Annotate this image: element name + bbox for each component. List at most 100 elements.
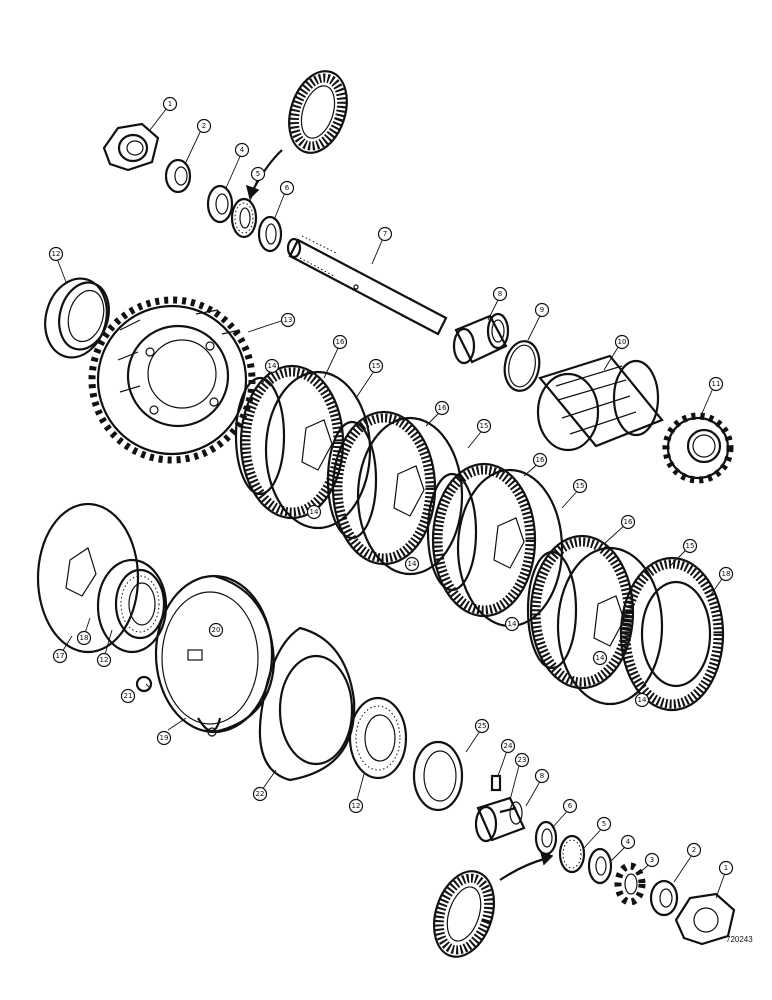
callout-14-e: 14 bbox=[592, 650, 608, 666]
svg-text:18: 18 bbox=[80, 634, 89, 642]
callout-25: 25 bbox=[474, 718, 490, 734]
callout-13: 13 bbox=[280, 312, 296, 328]
callout-1-top: 1 bbox=[162, 96, 178, 112]
callout-5-bottom: 5 bbox=[596, 816, 612, 832]
svg-text:3: 3 bbox=[650, 856, 654, 864]
svg-text:14: 14 bbox=[596, 654, 605, 662]
callout-16-d: 16 bbox=[620, 514, 636, 530]
callout-3: 3 bbox=[644, 852, 660, 868]
callout-22: 22 bbox=[252, 786, 268, 802]
callout-19: 19 bbox=[156, 730, 172, 746]
bearing-cup-lower bbox=[96, 558, 168, 654]
hex-nut-bottom bbox=[674, 892, 736, 946]
svg-text:15: 15 bbox=[480, 422, 489, 430]
shakeproof-washer bbox=[614, 862, 646, 906]
svg-text:15: 15 bbox=[372, 362, 381, 370]
svg-text:14: 14 bbox=[408, 560, 417, 568]
svg-text:23: 23 bbox=[518, 756, 527, 764]
svg-text:8: 8 bbox=[540, 772, 544, 780]
callout-14-a: 14 bbox=[264, 358, 280, 374]
needle-bearing-lower bbox=[474, 796, 526, 843]
callout-14-b: 14 bbox=[306, 504, 322, 520]
lock-washer-bottom bbox=[649, 879, 679, 917]
svg-text:2: 2 bbox=[692, 846, 696, 854]
svg-text:15: 15 bbox=[576, 482, 585, 490]
needle-bearing-sleeve bbox=[452, 312, 510, 365]
callout-4-bottom: 4 bbox=[620, 834, 636, 850]
callout-15-a: 15 bbox=[368, 358, 384, 374]
sprocket-small bbox=[662, 412, 734, 484]
locking-ring bbox=[412, 740, 464, 812]
callout-14-c: 14 bbox=[404, 556, 420, 572]
callout-18-b: 18 bbox=[76, 630, 92, 646]
callout-9: 9 bbox=[534, 302, 550, 318]
svg-text:4: 4 bbox=[626, 838, 631, 846]
callout-11: 11 bbox=[708, 376, 724, 392]
svg-text:17: 17 bbox=[56, 652, 65, 660]
callout-16-a: 16 bbox=[332, 334, 348, 350]
flat-washer-bottom bbox=[587, 847, 613, 885]
svg-text:9: 9 bbox=[540, 306, 544, 314]
svg-text:5: 5 bbox=[256, 170, 260, 178]
snap-ring bbox=[503, 340, 541, 392]
callout-20: 20 bbox=[208, 622, 224, 638]
thrust-bearing-top bbox=[230, 197, 258, 239]
clutch-housing bbox=[154, 574, 276, 737]
bearing-lower bbox=[348, 696, 408, 780]
callout-18-a: 18 bbox=[718, 566, 734, 582]
svg-text:12: 12 bbox=[100, 656, 109, 664]
callout-12-b: 12 bbox=[96, 652, 112, 668]
svg-text:14: 14 bbox=[508, 620, 517, 628]
svg-text:15: 15 bbox=[686, 542, 695, 550]
svg-text:4: 4 bbox=[240, 146, 245, 154]
svg-text:2: 2 bbox=[202, 122, 206, 130]
svg-text:6: 6 bbox=[285, 184, 290, 192]
svg-text:24: 24 bbox=[504, 742, 513, 750]
clutch-gear-large bbox=[88, 296, 256, 464]
svg-text:7: 7 bbox=[383, 230, 387, 238]
key-and-screw bbox=[490, 774, 517, 814]
svg-text:16: 16 bbox=[438, 404, 447, 412]
callout-21: 21 bbox=[120, 688, 136, 704]
svg-text:1: 1 bbox=[168, 100, 172, 108]
callout-1-bottom: 1 bbox=[718, 860, 734, 876]
callout-14-f: 14 bbox=[634, 692, 650, 708]
svg-text:11: 11 bbox=[712, 380, 721, 388]
pressure-plate bbox=[36, 502, 140, 654]
callout-6-top: 6 bbox=[279, 180, 295, 196]
bearing-cup-left bbox=[44, 277, 110, 359]
hex-nut-top bbox=[102, 122, 160, 172]
svg-text:1: 1 bbox=[724, 864, 728, 872]
callout-2-top: 2 bbox=[196, 118, 212, 134]
svg-text:25: 25 bbox=[478, 722, 487, 730]
callout-15-c: 15 bbox=[572, 478, 588, 494]
thrust-bearing-inset-bottom bbox=[433, 850, 554, 958]
svg-text:18: 18 bbox=[722, 570, 731, 578]
svg-text:20: 20 bbox=[212, 626, 221, 634]
callout-10: 10 bbox=[614, 334, 630, 350]
plug bbox=[135, 675, 153, 693]
svg-text:22: 22 bbox=[256, 790, 265, 798]
svg-text:13: 13 bbox=[284, 316, 293, 324]
callout-7: 7 bbox=[377, 226, 393, 242]
callout-12-c: 12 bbox=[348, 798, 364, 814]
svg-text:16: 16 bbox=[536, 456, 545, 464]
svg-text:14: 14 bbox=[638, 696, 647, 704]
callout-12-top: 12 bbox=[48, 246, 64, 262]
svg-text:21: 21 bbox=[124, 692, 133, 700]
flat-washer-top bbox=[206, 184, 234, 224]
callout-6-bottom: 6 bbox=[562, 798, 578, 814]
svg-text:16: 16 bbox=[336, 338, 345, 346]
callout-labels: 1 2 4 5 6 7 8 9 10 11 12 13 14 16 15 16 … bbox=[48, 96, 734, 899]
svg-text:14: 14 bbox=[268, 362, 277, 370]
figure-code: 720243 bbox=[726, 935, 753, 944]
thrust-bearing-bottom bbox=[558, 834, 586, 874]
callout-16-c: 16 bbox=[532, 452, 548, 468]
cam-plate bbox=[258, 626, 356, 782]
svg-text:10: 10 bbox=[618, 338, 627, 346]
callout-24: 24 bbox=[500, 738, 516, 754]
callout-15-d: 15 bbox=[682, 538, 698, 554]
svg-text:5: 5 bbox=[602, 820, 606, 828]
thrust-washer-top bbox=[257, 215, 283, 253]
